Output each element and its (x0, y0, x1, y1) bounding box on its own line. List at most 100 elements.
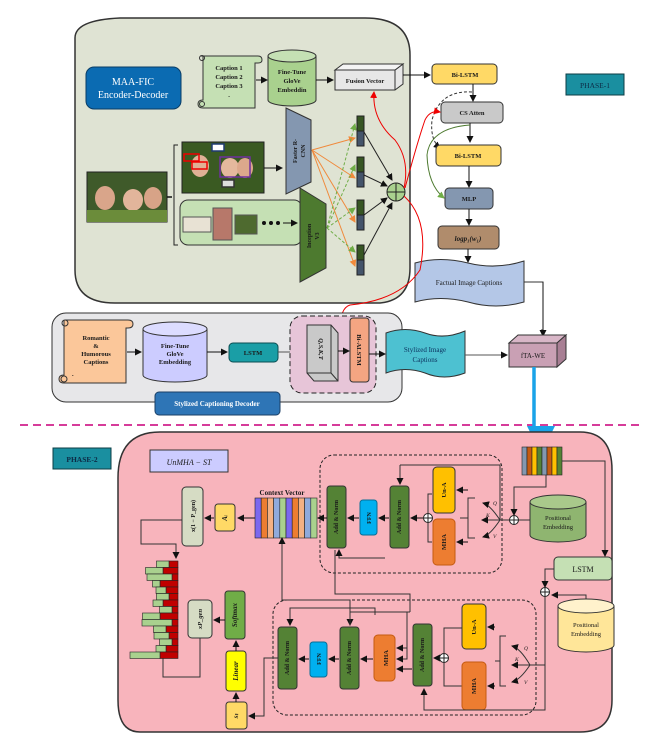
enc-qkv-bracket (460, 497, 475, 539)
enc-v-arrow (482, 519, 501, 539)
dec-un-a (461, 603, 487, 650)
input-embedding-cell (541, 446, 548, 476)
phase1-label: PHASE-1 (580, 81, 610, 90)
dec-k-label: K (514, 657, 519, 663)
caption-2: Caption 2 (215, 74, 242, 81)
phase2-label: PHASE-2 (66, 455, 98, 464)
input-embedding-vector (521, 446, 563, 476)
dec-add-norm-2 (339, 626, 360, 690)
dec-add-norm-1-label: Add & Norm (285, 641, 291, 675)
dec-v-arrow (511, 664, 531, 684)
romantic-line1: Romantic (82, 335, 109, 342)
inception-to-vector-arrows (326, 123, 357, 253)
dec-qkv-bracket (495, 635, 506, 687)
dec-add-norm-3-label: Add & Norm (420, 638, 426, 672)
enc-ffn (359, 499, 378, 536)
sum-node (386, 182, 406, 202)
encoder-decoder-badge (85, 66, 182, 110)
context-vector-cell (267, 497, 274, 539)
enc-residual-1 (335, 549, 385, 559)
caption-3: Caption 3 (215, 83, 243, 90)
bilstm-top (431, 63, 498, 85)
enc-q-arrow (482, 501, 501, 521)
dec-sum-node (439, 653, 449, 663)
histogram-green-bar (142, 612, 161, 620)
enc-residual-line (400, 464, 501, 520)
dec-ffn-label: FFN (317, 653, 323, 665)
one-minus-pgen-label: x(1 − P_gen) (190, 500, 197, 532)
enc-sum-connectors (427, 493, 432, 543)
histogram-green-bar (152, 580, 161, 588)
bilstm-mid-label: Bi-LSTM (455, 153, 482, 160)
pos-bottom-line1: Positional (573, 622, 599, 629)
sum-to-fusion-arrow (370, 91, 407, 189)
cs-atten-box (440, 101, 504, 124)
encoder-title-line1: MAA-FIC (112, 77, 155, 88)
input-image (86, 171, 168, 223)
encoder-region (319, 454, 503, 574)
enc-un-a (432, 466, 456, 514)
context-vector-cell (310, 497, 318, 539)
dec-residual-3 (420, 665, 546, 711)
ellipsis-dot (269, 221, 273, 225)
histogram-green-bar (129, 651, 161, 659)
enc-mha-label: MHA (441, 534, 448, 550)
enc-un-a-label: Un-A (441, 482, 448, 497)
decoder-label: Stylized Captioning Decoder (174, 400, 260, 408)
qskt-block (306, 324, 339, 382)
positional-embedding-bottom (557, 598, 615, 653)
histogram-green-bar (145, 567, 164, 575)
input-embedding-cell (546, 446, 553, 476)
encoder-output-line (334, 550, 411, 612)
detected-regions-image (181, 141, 265, 194)
enc-add-norm-1 (326, 485, 347, 549)
connector-factual (524, 281, 544, 331)
dec-mha-label: MHA (471, 678, 478, 694)
green-skip-arrow (426, 124, 471, 199)
input-embedding-cell (526, 446, 533, 476)
histogram-red-bar (168, 632, 179, 640)
context-vector-cell (273, 497, 281, 539)
enc-add-norm-2 (389, 485, 410, 549)
phase1-badge (565, 73, 625, 96)
context-vector (254, 497, 318, 539)
decoder-input-sum-node (540, 587, 550, 597)
arrow-xpgen-to-dist (159, 638, 201, 678)
crop-thumbnail (212, 207, 233, 241)
ai-label: Aᵢ (221, 515, 229, 522)
histogram-red-bar (168, 560, 179, 568)
arrow-lstm-to-sum (541, 568, 554, 588)
dec-un-a-label: Un-A (471, 619, 478, 634)
stylized-lstm-label: LSTM (244, 350, 262, 357)
ai-box (214, 503, 236, 532)
linear-label: Linear (232, 661, 240, 682)
fta-we-block (507, 333, 568, 369)
histogram-green-bar (156, 593, 170, 601)
cs-atten-label: CS Atten (459, 110, 484, 117)
one-minus-pgen-box (181, 486, 204, 547)
stylized-captions-line1: Stylized Image (404, 346, 446, 354)
glove-line2: GloVe (283, 78, 300, 85)
input-embedding-cell (536, 446, 543, 476)
xpgen-label: xP_gen (197, 609, 204, 631)
inception-v3-block (299, 187, 327, 283)
sum-to-csatten-arrow (404, 107, 441, 189)
romantic-captions-scroll (58, 319, 134, 384)
histogram-red-bar (165, 625, 179, 633)
positional-embedding-top (529, 494, 587, 543)
histogram-green-bar (156, 560, 170, 568)
caption-ellipsis: . (228, 92, 230, 99)
histogram-green-bar (159, 638, 173, 646)
enc-v-label: V (493, 534, 497, 540)
enc-k-label: K (485, 513, 490, 519)
dec-add-norm-3 (412, 623, 433, 687)
context-vector-cell (254, 497, 262, 539)
inception-line1: Inception (307, 223, 313, 248)
feature-vector-stack (356, 115, 365, 276)
factual-captions-label: Factual Image Captions (436, 279, 503, 287)
ellipsis-dot (276, 221, 280, 225)
phase2-lstm-label: LSTM (572, 565, 593, 574)
vocab-distribution-histogram (129, 560, 179, 659)
factual-captions-doc (414, 259, 525, 307)
histogram-red-bar (168, 593, 179, 601)
